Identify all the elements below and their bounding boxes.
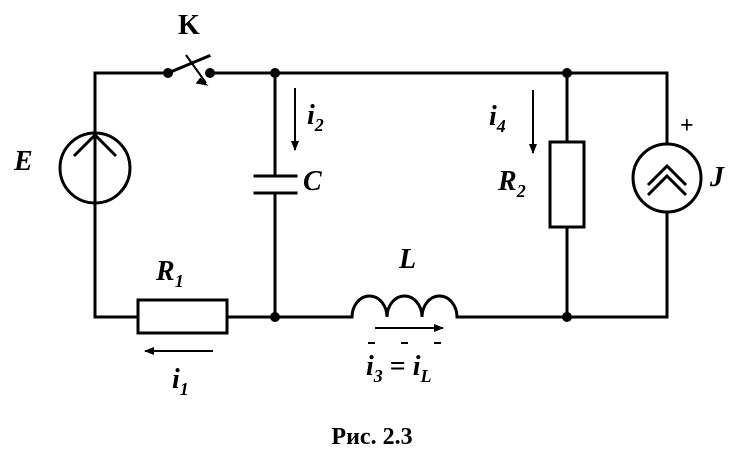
node-bottom-r2 — [562, 312, 572, 322]
current-source-polarity: + — [680, 113, 694, 139]
inductor-label: L — [398, 244, 416, 275]
resistor-r1-symbol — [136, 298, 229, 335]
switch-k — [163, 54, 215, 86]
resistor-r1-symbol-text: R — [155, 256, 175, 287]
current-i4-label: i4 — [489, 101, 506, 136]
resistor-r2-subscript: 2 — [516, 181, 526, 201]
emf-label: E — [13, 146, 33, 177]
current-i3-equation: i3 = iL — [366, 351, 432, 386]
node-bottom-c — [270, 312, 280, 322]
current-i4-subscript: 4 — [496, 116, 506, 136]
node-top-c — [270, 68, 280, 78]
current-il-symbol: i — [413, 351, 421, 382]
current-i1-label: i1 — [172, 364, 189, 399]
figure-caption: Рис. 2.3 — [331, 424, 412, 450]
resistor-r2-symbol — [548, 140, 586, 229]
current-i3-equals: = — [383, 351, 413, 382]
resistor-r1-label: R1 — [155, 256, 184, 291]
capacitor-branch — [253, 68, 298, 322]
inductor-l — [350, 294, 459, 318]
current-i4-symbol: i — [489, 101, 497, 132]
capacitor-label: C — [303, 166, 322, 197]
node-top-r2 — [562, 68, 572, 78]
current-i3-subscript: 3 — [373, 366, 383, 386]
current-i1-symbol: i — [172, 364, 180, 395]
resistor-r1 — [136, 298, 229, 335]
current-source-label: J — [709, 162, 725, 193]
switch-label: K — [178, 10, 200, 41]
current-il-subscript: L — [420, 366, 432, 386]
current-i1-subscript: 1 — [180, 379, 189, 399]
current-i2-subscript: 2 — [314, 115, 324, 135]
resistor-r2-symbol-text: R — [497, 166, 517, 197]
resistor-r1-subscript: 1 — [175, 271, 184, 291]
current-i3-symbol: i — [366, 351, 374, 382]
resistor-r2-label: R2 — [497, 166, 526, 201]
current-i2-label: i2 — [307, 100, 324, 135]
emf-source-branch — [58, 71, 132, 319]
current-source-branch — [631, 71, 703, 319]
current-i2-symbol: i — [307, 100, 315, 131]
resistor-r2-branch — [548, 68, 586, 322]
